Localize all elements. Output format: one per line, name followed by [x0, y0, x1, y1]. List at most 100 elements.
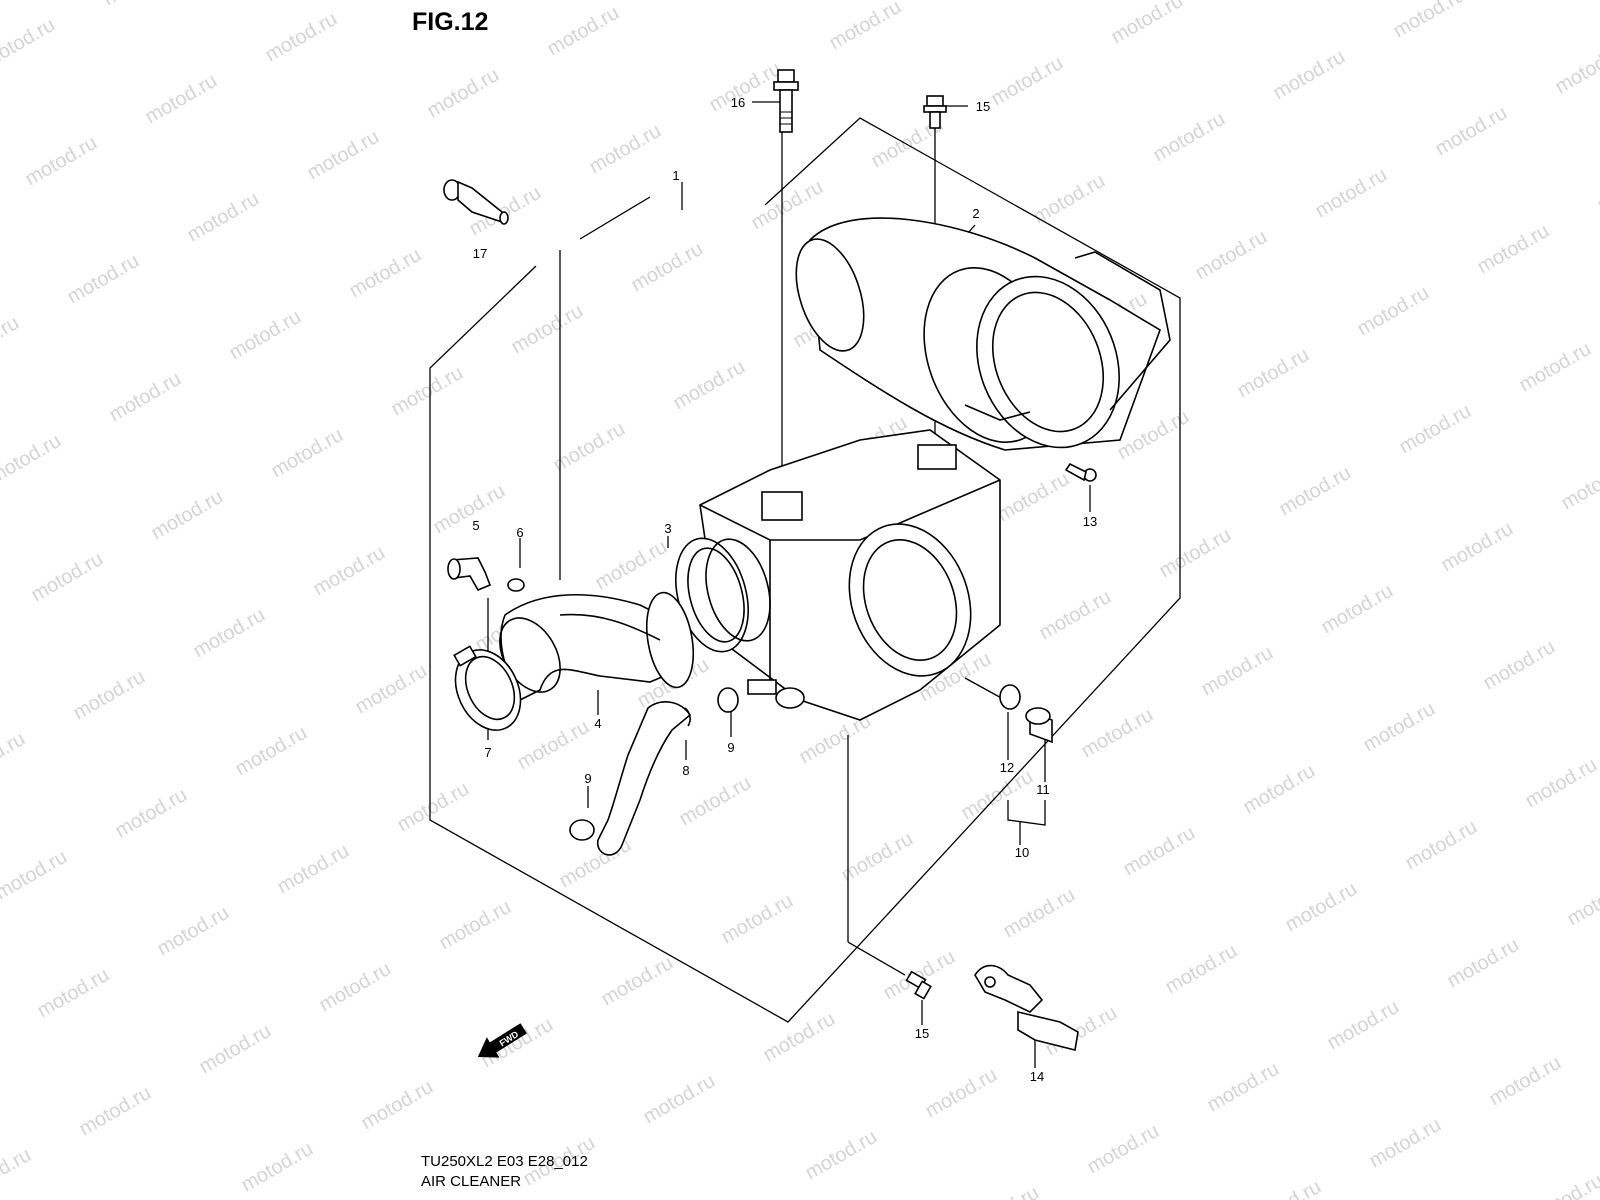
watermark-text: motod.ru: [28, 548, 107, 607]
watermark-text: motod.ru: [358, 1076, 437, 1135]
watermark-text: motod.ru: [382, 0, 461, 4]
watermark-text: motod.ru: [1240, 760, 1319, 819]
watermark-text: motod.ru: [550, 418, 629, 477]
watermark-text: motod.ru: [1390, 0, 1469, 42]
watermark-text: motod.ru: [1234, 344, 1313, 403]
watermark-text: motod.ru: [1120, 822, 1199, 881]
watermark-text: motod.ru: [0, 846, 71, 905]
watermark-text: motod.ru: [430, 480, 509, 539]
watermark-text: motod.ru: [394, 778, 473, 837]
watermark-text: motod.ru: [598, 952, 677, 1011]
watermark-text: motod.ru: [1198, 642, 1277, 701]
hose-clamp-part-7: [453, 645, 522, 731]
watermark-text: motod.ru: [1486, 1052, 1565, 1111]
elbow-fitting-part-5: [447, 557, 492, 592]
clip-part-12: [999, 684, 1021, 710]
watermark-text: motod.ru: [262, 8, 341, 67]
watermark-text: motod.ru: [142, 70, 221, 129]
callout-17: 17: [473, 246, 487, 261]
watermark-text: motod.ru: [0, 430, 65, 489]
watermark-text: motod.ru: [1324, 996, 1403, 1055]
callout-15-top: 15: [976, 99, 990, 114]
watermark-text: motod.ru: [826, 0, 905, 54]
diagram-name: AIR CLEANER: [421, 1173, 522, 1190]
watermark-text: motod.ru: [310, 542, 389, 601]
watermark-text: motod.ru: [190, 604, 269, 663]
callout-2: 2: [972, 206, 979, 221]
callout-11: 11: [1036, 782, 1050, 797]
watermark-text: motod.ru: [994, 468, 1073, 527]
grommet-part-17: [443, 179, 509, 225]
callout-1: 1: [672, 168, 679, 183]
watermark-text: motod.ru: [1516, 338, 1595, 397]
watermark-text: motod.ru: [1270, 46, 1349, 105]
callout-7: 7: [484, 745, 491, 760]
callout-labels: 1 2 3 4 5 6 7 8 9 9 10 11 12 13 14 15 15…: [472, 95, 1097, 1084]
watermark-text: motod.ru: [34, 964, 113, 1023]
watermark-text: motod.ru: [1162, 940, 1241, 999]
watermark-text: motod.ru: [1246, 1176, 1325, 1200]
watermark-text: motod.ru: [196, 1020, 275, 1079]
watermark-text: motod.ru: [1552, 40, 1600, 99]
air-cleaner-case-part-1: [699, 429, 1001, 721]
watermark-text: motod.ru: [922, 1064, 1001, 1123]
watermark-text: motod.ru: [70, 666, 149, 725]
callout-10: 10: [1015, 845, 1029, 860]
watermark-text: motod.ru: [1084, 1120, 1163, 1179]
watermark-text: motod.ru: [1354, 282, 1433, 341]
watermark-text: motod.ru: [1360, 698, 1439, 757]
callout-6: 6: [516, 525, 523, 540]
watermark-text: motod.ru: [22, 132, 101, 191]
watermark-text: motod.ru: [640, 1070, 719, 1129]
watermark-text: motod.ru: [592, 536, 671, 595]
watermark-text: motod.ru: [628, 238, 707, 297]
watermark-text: motod.ru: [388, 362, 467, 421]
watermark-text: motod.ru: [1312, 164, 1391, 223]
clip-part-9-upper: [717, 687, 739, 713]
watermark-text: motod.ru: [1078, 704, 1157, 763]
watermark-text: motod.ru: [316, 958, 395, 1017]
callout-8: 8: [682, 763, 689, 778]
watermark-text: motod.ru: [508, 300, 587, 359]
bolt-part-16: [773, 69, 799, 133]
diagram-code: TU250XL2 E03 E28_012: [421, 1153, 588, 1170]
watermark-text: motod.ru: [1192, 226, 1271, 285]
intake-duct-part-4: [499, 591, 695, 702]
drain-hose-part-8: [597, 701, 692, 856]
watermark-text: motod.ru: [586, 120, 665, 179]
filter-element-part-2: [795, 217, 1171, 451]
watermark-text: motod.ru: [346, 244, 425, 303]
watermark-text: motod.ru: [274, 840, 353, 899]
watermark-text: motod.ru: [1318, 580, 1397, 639]
watermark-text: motod.ru: [718, 890, 797, 949]
callout-14: 14: [1030, 1069, 1044, 1084]
watermark-text: motod.ru: [802, 1126, 881, 1185]
watermark-text: motod.ru: [1150, 108, 1229, 167]
watermark-text: motod.ru: [1432, 102, 1511, 161]
watermark-text: motod.ru: [112, 784, 191, 843]
watermark-text: motod.ru: [988, 52, 1067, 111]
watermark-text: motod.ru: [1204, 1058, 1283, 1117]
bracket-part-14: [974, 964, 1079, 1051]
watermark-text: motod.ru: [1276, 462, 1355, 521]
watermark-text: motod.ru: [1558, 456, 1600, 515]
watermark-text: motod.ru: [100, 0, 179, 10]
watermark-text: motod.ru: [232, 722, 311, 781]
callout-13: 13: [1083, 514, 1097, 529]
watermark-text: motod.ru: [1156, 524, 1235, 583]
watermark-text: motod.ru: [1438, 518, 1517, 577]
watermark-text: motod.ru: [1474, 220, 1553, 279]
screw-part-13: [1064, 462, 1097, 482]
watermark-text: motod.ru: [76, 1082, 155, 1141]
watermark-text: motod.ru: [154, 902, 233, 961]
watermark-text: motod.ru: [436, 896, 515, 955]
watermark-text: motod.ru: [1366, 1114, 1445, 1173]
watermark-text: motod.ru: [544, 2, 623, 61]
watermark-text: motod.ru: [1480, 636, 1559, 695]
watermark-text: motod.ru: [424, 64, 503, 123]
watermark-text: motod.ru: [184, 188, 263, 247]
watermark-text: motod.ru: [0, 1144, 35, 1200]
callout-12: 12: [1000, 760, 1014, 775]
watermark-text: motod.ru: [964, 1182, 1043, 1200]
